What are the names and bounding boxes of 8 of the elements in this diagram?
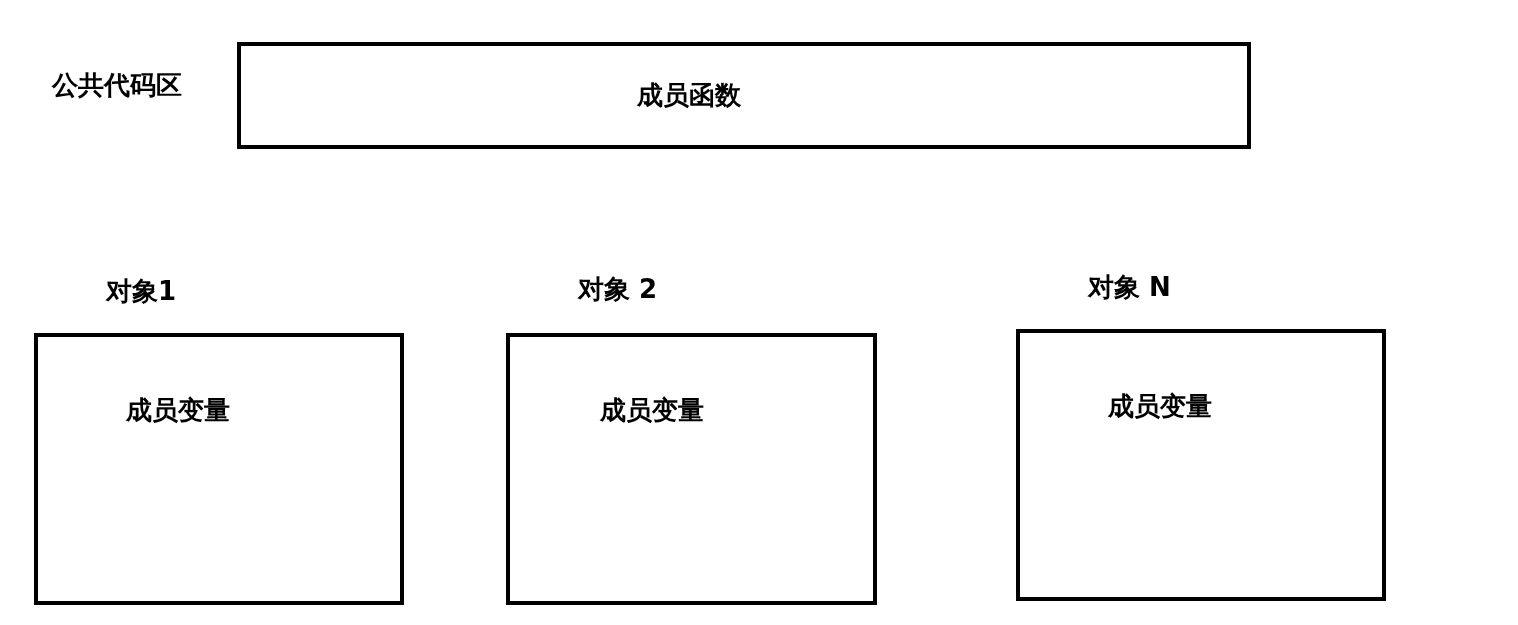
member-variables-label: 成员变量	[600, 395, 704, 427]
object-title: 对象 2	[578, 274, 658, 306]
member-variables-label: 成员变量	[126, 395, 230, 427]
area-label: 公共代码区	[52, 70, 182, 102]
object-title: 对象1	[106, 276, 177, 308]
member-variables-label: 成员变量	[1108, 391, 1212, 423]
member-functions-label: 成员函数	[637, 80, 741, 112]
object-title: 对象 N	[1088, 272, 1171, 304]
